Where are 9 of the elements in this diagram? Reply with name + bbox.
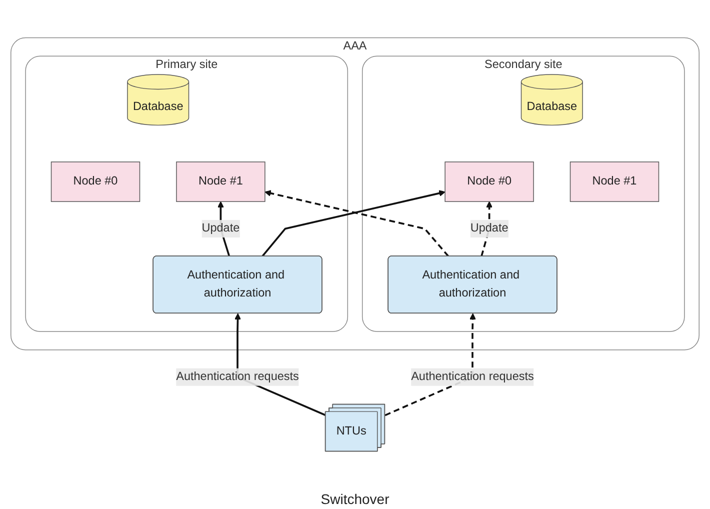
edge-label: Authentication requests (176, 370, 299, 383)
edge-label: Update (470, 222, 508, 235)
node-box: Node #0 (50, 162, 140, 202)
node-box: Node #1 (570, 162, 660, 202)
note-text: Switchover (320, 491, 390, 507)
node-box: Node #1 (176, 162, 266, 202)
edge-label: Authentication requests (411, 370, 534, 383)
edge-label: Update (202, 222, 240, 235)
node-box: Node #0 (444, 162, 534, 202)
